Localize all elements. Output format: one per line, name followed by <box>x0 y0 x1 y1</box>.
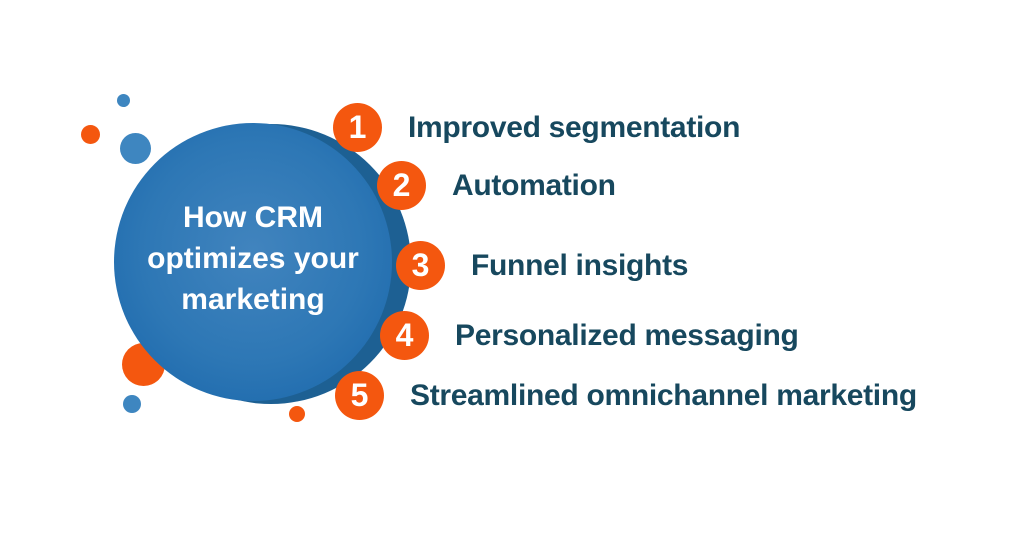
item-4-label: Personalized messaging <box>455 318 799 352</box>
item-3-number-badge: 3 <box>396 241 445 290</box>
item-1-label: Improved segmentation <box>408 110 741 144</box>
list-item-5: 5 Streamlined omnichannel marketing <box>335 371 917 420</box>
title-circle: How CRM optimizes your marketing <box>114 123 392 401</box>
title-line-3: marketing <box>181 282 325 316</box>
item-4-number-badge: 4 <box>380 311 429 360</box>
list-item-4: 4 Personalized messaging <box>380 311 799 360</box>
decorative-dot-orange-small-bottom <box>289 406 305 422</box>
item-5-number-badge: 5 <box>335 371 384 420</box>
decorative-dot-blue-medium <box>120 133 151 164</box>
item-2-label: Automation <box>452 168 616 202</box>
item-5-label: Streamlined omnichannel marketing <box>410 378 917 412</box>
list-item-1: 1 Improved segmentation <box>333 103 740 152</box>
item-3-label: Funnel insights <box>471 248 689 282</box>
item-2-number-badge: 2 <box>377 161 426 210</box>
decorative-dot-orange-left <box>81 125 100 144</box>
list-item-3: 3 Funnel insights <box>396 241 688 290</box>
list-item-2: 2 Automation <box>377 161 616 210</box>
item-1-number-badge: 1 <box>333 103 382 152</box>
decorative-dot-blue-small-top <box>117 94 130 107</box>
title-line-2: optimizes your <box>147 241 359 275</box>
infographic-title: How CRM optimizes your marketing <box>147 197 359 320</box>
title-line-1: How CRM <box>183 200 323 234</box>
decorative-dot-blue-small-bottom <box>123 395 141 413</box>
